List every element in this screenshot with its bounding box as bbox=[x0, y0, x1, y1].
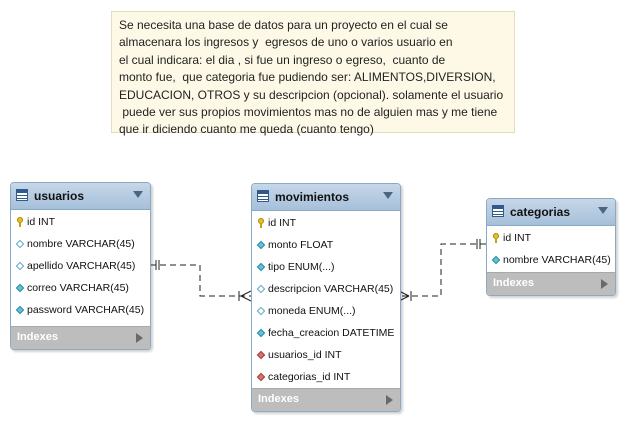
column-label: nombre VARCHAR(45) bbox=[27, 238, 135, 250]
expand-arrow-icon[interactable] bbox=[136, 333, 143, 343]
nullable-column-icon bbox=[256, 284, 266, 294]
column-row[interactable]: nombre VARCHAR(45) bbox=[487, 250, 615, 272]
column-row[interactable]: nombre VARCHAR(45) bbox=[11, 234, 150, 256]
note-line: EDUCACION, OTROS y su descripcion (opcio… bbox=[119, 87, 504, 102]
collapse-arrow-icon[interactable] bbox=[598, 207, 608, 214]
primary-key-icon bbox=[493, 233, 499, 243]
column-label: categorias_id INT bbox=[268, 371, 351, 383]
table-header[interactable]: categorias bbox=[487, 199, 615, 226]
table-categorias[interactable]: categorias id INT nombre VARCHAR(45) Ind… bbox=[486, 198, 616, 296]
table-icon bbox=[16, 189, 28, 201]
column-row[interactable]: fecha_creacion DATETIME bbox=[252, 323, 400, 345]
column-label: correo VARCHAR(45) bbox=[27, 282, 129, 294]
foreign-key-icon bbox=[256, 372, 266, 382]
table-title: categorias bbox=[510, 205, 571, 219]
note-line: monto fue, que categoria fue pudiendo se… bbox=[119, 70, 496, 85]
not-null-column-icon bbox=[491, 255, 501, 265]
column-label: nombre VARCHAR(45) bbox=[503, 254, 611, 266]
column-label: password VARCHAR(45) bbox=[27, 304, 145, 316]
not-null-column-icon bbox=[256, 328, 266, 338]
crowfoot bbox=[240, 290, 252, 297]
primary-key-icon bbox=[17, 217, 23, 227]
table-usuarios[interactable]: usuarios id INT nombre VARCHAR(45) apell… bbox=[10, 182, 151, 350]
column-row[interactable]: id INT bbox=[252, 213, 400, 235]
note-line: Se necesita una base de datos para un pr… bbox=[119, 18, 448, 32]
crowfoot bbox=[240, 295, 252, 302]
column-label: descripcion VARCHAR(45) bbox=[268, 283, 394, 295]
note-line: almacenara los ingresos y egresos de uno… bbox=[119, 35, 453, 50]
column-label: moneda ENUM(...) bbox=[268, 305, 356, 317]
note-line: que ir diciendo cuanto me queda (cuanto … bbox=[119, 122, 374, 137]
column-row[interactable]: monto FLOAT bbox=[252, 235, 400, 257]
column-row[interactable]: tipo ENUM(...) bbox=[252, 257, 400, 279]
nullable-column-icon bbox=[256, 306, 266, 316]
indexes-label: Indexes bbox=[493, 277, 534, 289]
column-label: id INT bbox=[268, 217, 297, 229]
column-label: id INT bbox=[503, 232, 532, 244]
column-label: tipo ENUM(...) bbox=[268, 261, 335, 273]
table-icon bbox=[257, 190, 269, 202]
column-row[interactable]: usuarios_id INT bbox=[252, 345, 400, 367]
table-header[interactable]: movimientos bbox=[252, 184, 400, 211]
nullable-column-icon bbox=[15, 261, 25, 271]
column-label: usuarios_id INT bbox=[268, 349, 342, 361]
note-line: puede ver sus propios movimientos mas no… bbox=[119, 105, 498, 120]
column-label: monto FLOAT bbox=[268, 239, 334, 251]
table-title: movimientos bbox=[275, 190, 350, 204]
column-row[interactable]: correo VARCHAR(45) bbox=[11, 278, 150, 300]
indexes-label: Indexes bbox=[258, 393, 299, 405]
indexes-section[interactable]: Indexes bbox=[487, 272, 615, 295]
table-movimientos[interactable]: movimientos id INT monto FLOAT tipo ENUM… bbox=[251, 183, 401, 412]
relationship-usuarios-movimientos bbox=[150, 264, 251, 297]
indexes-section[interactable]: Indexes bbox=[11, 326, 150, 349]
column-row[interactable]: id INT bbox=[487, 228, 615, 250]
column-label: fecha_creacion DATETIME bbox=[268, 327, 395, 339]
column-row[interactable]: apellido VARCHAR(45) bbox=[11, 256, 150, 278]
column-row[interactable]: moneda ENUM(...) bbox=[252, 301, 400, 323]
table-title: usuarios bbox=[34, 189, 85, 203]
indexes-section[interactable]: Indexes bbox=[252, 388, 400, 411]
column-row[interactable]: id INT bbox=[11, 212, 150, 234]
foreign-key-icon bbox=[256, 350, 266, 360]
column-row[interactable]: password VARCHAR(45) bbox=[11, 300, 150, 322]
table-header[interactable]: usuarios bbox=[11, 183, 150, 210]
not-null-column-icon bbox=[256, 240, 266, 250]
not-null-column-icon bbox=[15, 305, 25, 315]
column-row[interactable]: categorias_id INT bbox=[252, 367, 400, 389]
collapse-arrow-icon[interactable] bbox=[133, 191, 143, 198]
column-label: id INT bbox=[27, 216, 56, 228]
table-icon bbox=[492, 205, 504, 217]
expand-arrow-icon[interactable] bbox=[601, 279, 608, 289]
note-line: el cual indicara: el dia , si fue un ing… bbox=[119, 52, 446, 67]
relationship-categorias-movimientos bbox=[399, 243, 486, 297]
collapse-arrow-icon[interactable] bbox=[383, 192, 393, 199]
description-note: Se necesita una base de datos para un pr… bbox=[111, 11, 515, 136]
expand-arrow-icon[interactable] bbox=[386, 395, 393, 405]
column-label: apellido VARCHAR(45) bbox=[27, 260, 136, 272]
not-null-column-icon bbox=[15, 283, 25, 293]
column-row[interactable]: descripcion VARCHAR(45) bbox=[252, 279, 400, 301]
indexes-label: Indexes bbox=[17, 331, 58, 343]
not-null-column-icon bbox=[256, 262, 266, 272]
nullable-column-icon bbox=[15, 239, 25, 249]
primary-key-icon bbox=[258, 218, 264, 228]
